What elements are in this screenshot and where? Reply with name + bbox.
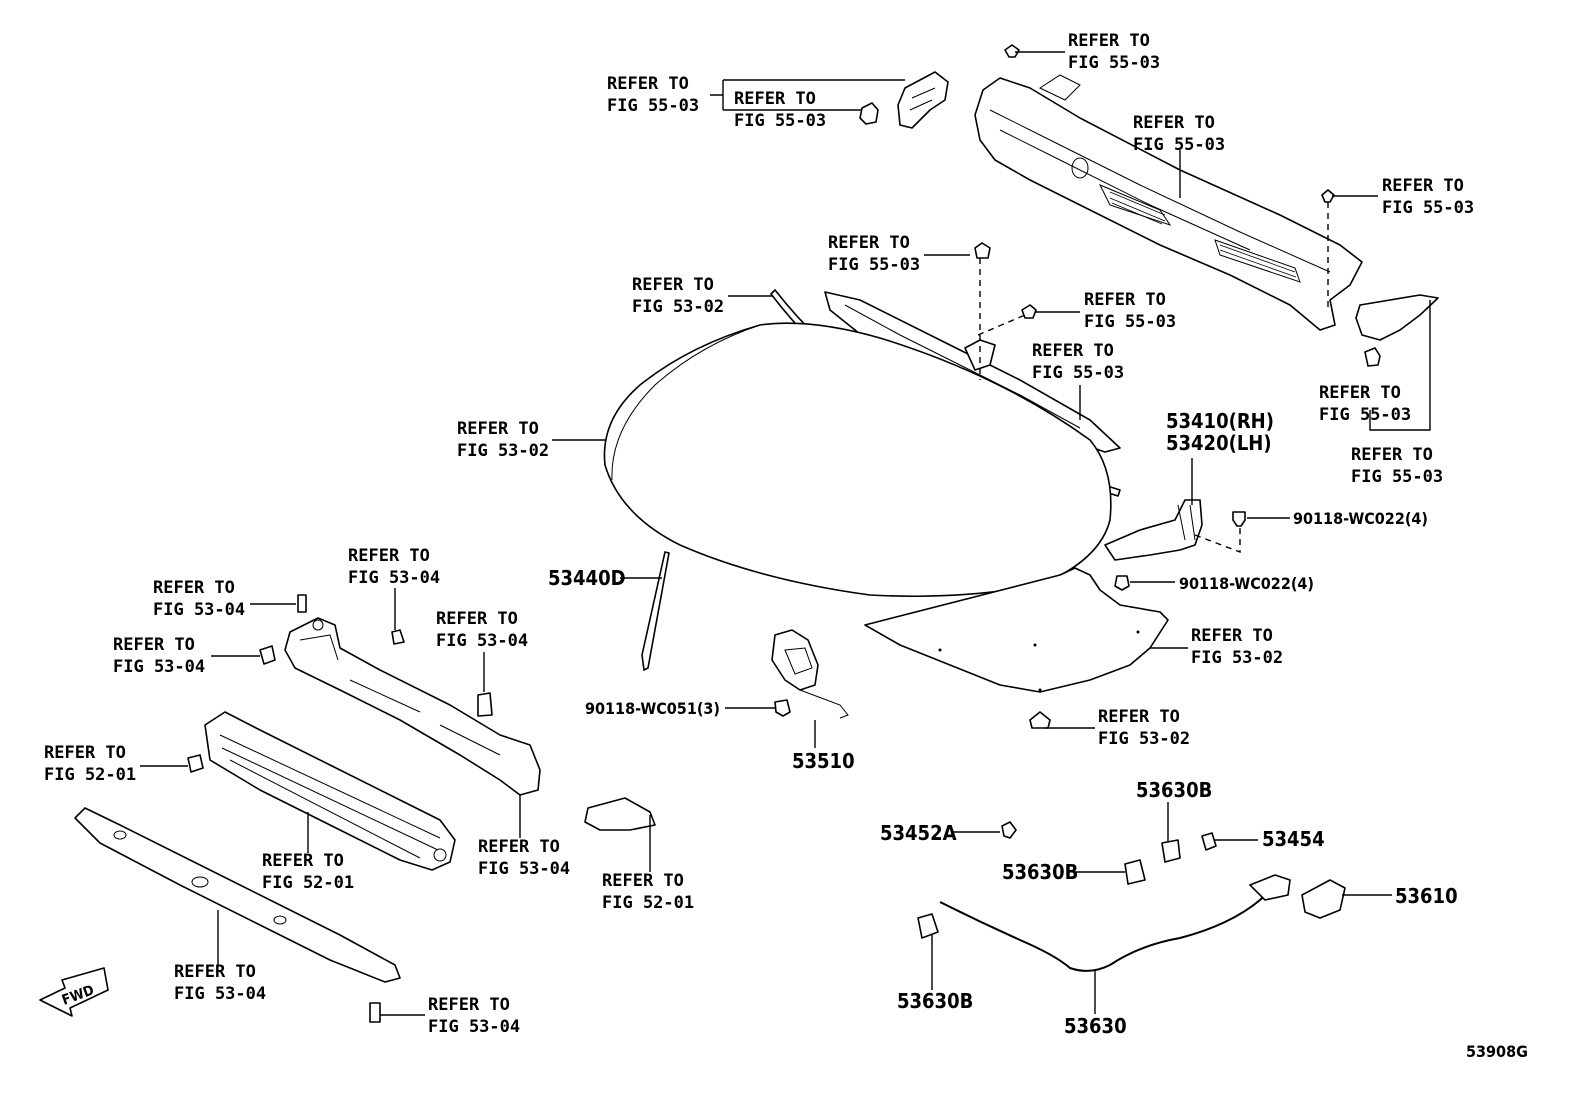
hood-insulator[interactable] [864, 567, 1169, 693]
bolt-icon[interactable] [1114, 511, 1246, 591]
refer-to-label: REFER TO [1382, 176, 1464, 196]
bracket-icon[interactable] [584, 797, 656, 831]
part-number-bolt[interactable]: 90118-WC022(4) [1293, 509, 1428, 528]
refer-to-label: REFER TO [1098, 707, 1180, 727]
refer-to-label: REFER TO [607, 74, 689, 94]
fig-ref-label[interactable]: FIG 55-03 [1133, 135, 1225, 155]
part-number-cable[interactable]: 53630 [1064, 1014, 1127, 1038]
refer-to-label: REFER TO [1032, 341, 1114, 361]
fig-ref-label[interactable]: FIG 53-04 [428, 1017, 520, 1037]
fig-ref-label[interactable]: FIG 55-03 [828, 255, 920, 275]
refer-to-label: REFER TO [428, 995, 510, 1015]
hood-release-lever[interactable] [1301, 879, 1346, 919]
fig-ref-label[interactable]: FIG 53-02 [632, 297, 724, 317]
refer-to-label: REFER TO [734, 89, 816, 109]
grommet-icon[interactable] [974, 242, 1037, 319]
radiator-support-upper[interactable] [284, 617, 541, 796]
refer-to-label: REFER TO [1319, 383, 1401, 403]
fig-ref-label[interactable]: FIG 52-01 [44, 765, 136, 785]
clip-icon[interactable] [1029, 711, 1051, 729]
refer-to-label: REFER TO [262, 851, 344, 871]
refer-to-label: REFER TO [1191, 626, 1273, 646]
cowl-side-piece-right[interactable] [1355, 294, 1439, 341]
part-number-clamp[interactable]: 53630B [1002, 860, 1078, 884]
refer-to-label: REFER TO [478, 837, 560, 857]
fig-ref-label[interactable]: FIG 53-04 [348, 568, 440, 588]
refer-to-label: REFER TO [1068, 31, 1150, 51]
refer-to-label: REFER TO [602, 871, 684, 891]
bolt-icon[interactable] [774, 699, 791, 717]
hood-lock[interactable] [771, 629, 849, 719]
fig-ref-label[interactable]: FIG 55-03 [1084, 312, 1176, 332]
fig-ref-label[interactable]: FIG 53-04 [174, 984, 266, 1004]
fig-ref-label[interactable]: FIG 55-03 [1351, 467, 1443, 487]
fig-ref-label[interactable]: FIG 53-04 [113, 657, 205, 677]
part-number-clamp[interactable]: 53630B [1136, 778, 1212, 802]
part-number-clamp[interactable]: 53630B [897, 989, 973, 1013]
hood-support-rod[interactable] [641, 551, 670, 671]
fig-ref-label[interactable]: FIG 53-04 [153, 600, 245, 620]
part-number-bolt[interactable]: 90118-WC022(4) [1179, 574, 1314, 593]
bolt-icon[interactable] [187, 594, 493, 1023]
part-number-hinge-rh[interactable]: 53410(RH) [1166, 409, 1274, 433]
leader-lines [140, 51, 1431, 1016]
part-number-support-rod[interactable]: 53440D [548, 566, 626, 590]
hood-hinge[interactable] [1104, 499, 1203, 561]
fig-ref-label[interactable]: FIG 55-03 [1319, 405, 1411, 425]
fig-ref-label[interactable]: FIG 52-01 [262, 873, 354, 893]
refer-to-label: REFER TO [113, 635, 195, 655]
refer-to-label: REFER TO [828, 233, 910, 253]
fig-ref-label[interactable]: FIG 55-03 [607, 96, 699, 116]
fig-ref-label[interactable]: FIG 53-02 [1098, 729, 1190, 749]
refer-to-label: REFER TO [436, 609, 518, 629]
cable-clamp-icon[interactable] [917, 821, 1217, 939]
fig-ref-label[interactable]: FIG 55-03 [1068, 53, 1160, 73]
refer-to-label: REFER TO [348, 546, 430, 566]
part-number-clamp[interactable]: 53454 [1262, 827, 1325, 851]
fig-ref-label[interactable]: FIG 55-03 [1382, 198, 1474, 218]
fig-ref-label[interactable]: FIG 52-01 [602, 893, 694, 913]
refer-to-label: REFER TO [632, 275, 714, 295]
part-number-clamp[interactable]: 53452A [880, 821, 957, 845]
refer-to-label: REFER TO [153, 578, 235, 598]
part-number-lock[interactable]: 53510 [792, 749, 855, 773]
part-number-hinge-lh[interactable]: 53420(LH) [1166, 431, 1272, 455]
refer-to-label: REFER TO [1351, 445, 1433, 465]
hood-release-cable[interactable] [939, 874, 1291, 972]
fig-ref-label[interactable]: FIG 53-02 [457, 441, 549, 461]
refer-to-label: REFER TO [1084, 290, 1166, 310]
clip-icon[interactable] [859, 44, 1381, 367]
part-number-bolt[interactable]: 90118-WC051(3) [585, 699, 720, 718]
refer-to-label: REFER TO [44, 743, 126, 763]
fwd-arrow-icon: FWD [39, 967, 109, 1017]
part-number-lever[interactable]: 53610 [1395, 884, 1458, 908]
bumper-reinforcement[interactable] [204, 711, 456, 871]
diagram-id: 53908G [1466, 1042, 1528, 1061]
refer-to-label: REFER TO [174, 962, 256, 982]
lower-cross-member[interactable] [74, 807, 401, 983]
refer-to-label: REFER TO [1133, 113, 1215, 133]
fig-ref-label[interactable]: FIG 53-04 [478, 859, 570, 879]
fig-ref-label[interactable]: FIG 53-04 [436, 631, 528, 651]
cowl-top-panel[interactable] [974, 74, 1363, 331]
cowl-side-piece-left[interactable] [897, 71, 949, 129]
hood-panel[interactable] [603, 322, 1112, 598]
fig-ref-label[interactable]: FIG 55-03 [734, 111, 826, 131]
fig-ref-label[interactable]: FIG 53-02 [1191, 648, 1283, 668]
refer-to-label: REFER TO [457, 419, 539, 439]
fig-ref-label[interactable]: FIG 55-03 [1032, 363, 1124, 383]
